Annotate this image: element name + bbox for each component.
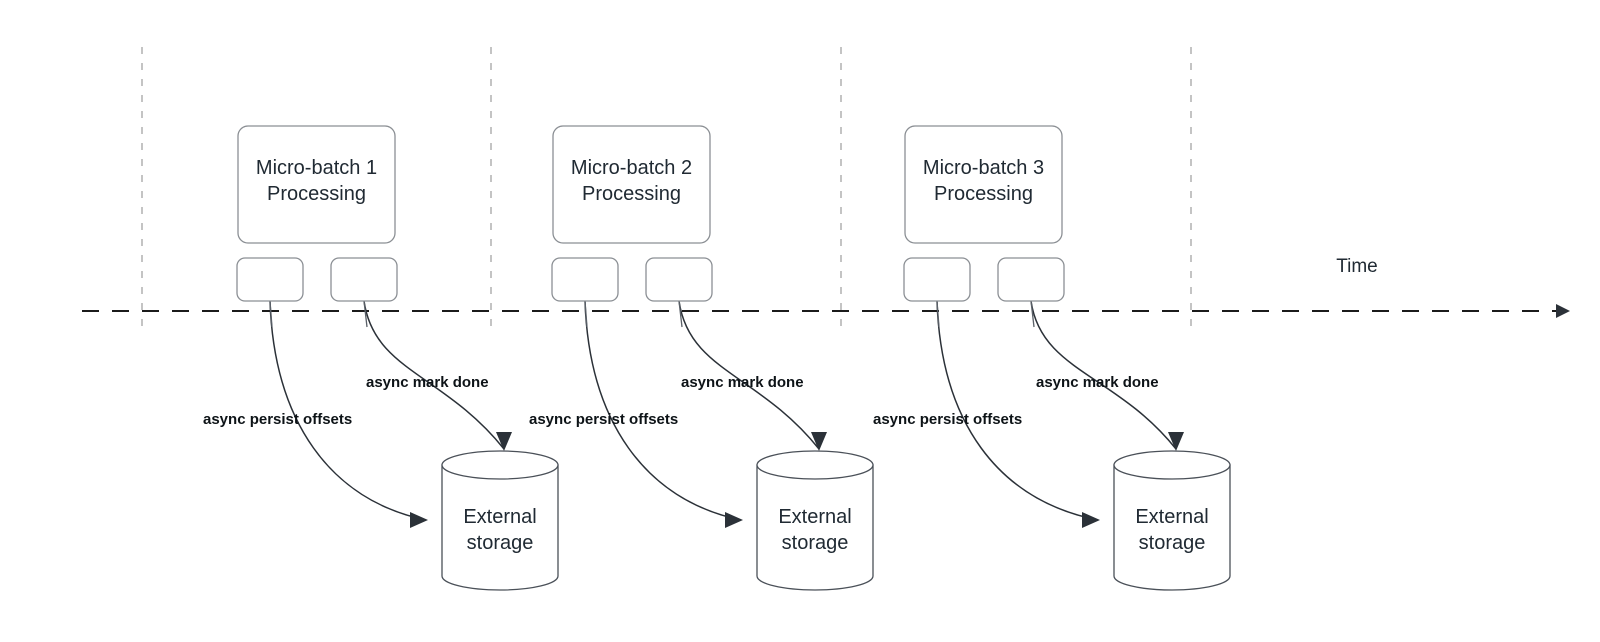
async-mark-done-label: async mark done <box>681 374 804 391</box>
time-axis-label: Time <box>1336 256 1378 277</box>
micro-batch-box[interactable] <box>237 125 396 244</box>
async-persist-offsets-label: async persist offsets <box>529 411 678 428</box>
cylinder-top-ellipse <box>756 450 874 480</box>
task-connector <box>269 300 273 328</box>
right-arrow-icon <box>1556 304 1570 318</box>
micro-batch-subtitle: Processing <box>934 183 1033 205</box>
time-axis <box>82 304 1570 318</box>
async-persist-offsets-label: async persist offsets <box>203 411 352 428</box>
cylinder-top-ellipse <box>1113 450 1231 480</box>
async-mark-done-flow <box>678 300 820 450</box>
task-connector <box>584 300 588 328</box>
async-mark-done-label: async mark done <box>1036 374 1159 391</box>
mark-done-task[interactable] <box>997 257 1065 302</box>
mark-done-task[interactable] <box>330 257 398 302</box>
persist-offsets-task[interactable] <box>551 257 619 302</box>
micro-batch-box[interactable] <box>904 125 1063 244</box>
async-mark-done-flow <box>363 300 505 450</box>
async-mark-done-label: async mark done <box>366 374 489 391</box>
task-connector <box>1030 300 1035 328</box>
storage-title: External <box>778 506 851 528</box>
micro-batch-subtitle: Processing <box>267 183 366 205</box>
arrow-head-icon <box>496 432 512 451</box>
persist-offsets-task[interactable] <box>236 257 304 302</box>
storage-subtitle: storage <box>782 532 849 554</box>
group-2 <box>551 125 874 591</box>
arrow-head-icon <box>410 512 428 528</box>
storage-title: External <box>463 506 536 528</box>
async-mark-done-flow <box>1030 300 1177 450</box>
async-persist-offsets-flow <box>936 300 1099 521</box>
async-persist-offsets-flow <box>269 300 427 521</box>
task-connector <box>936 300 940 328</box>
cylinder-top-ellipse <box>441 450 559 480</box>
micro-batch-subtitle: Processing <box>582 183 681 205</box>
storage-subtitle: storage <box>1139 532 1206 554</box>
external-storage-cylinder[interactable] <box>1113 464 1231 591</box>
group-1 <box>236 125 559 591</box>
micro-batch-box[interactable] <box>552 125 711 244</box>
task-connector <box>678 300 683 328</box>
storage-subtitle: storage <box>467 532 534 554</box>
storage-title: External <box>1135 506 1208 528</box>
async-persist-offsets-flow <box>584 300 742 521</box>
arrow-head-icon <box>811 432 827 451</box>
arrow-head-icon <box>725 512 743 528</box>
micro-batch-title: Micro-batch 3 <box>923 157 1044 179</box>
persist-offsets-task[interactable] <box>903 257 971 302</box>
micro-batch-title: Micro-batch 1 <box>256 157 377 179</box>
micro-batch-title: Micro-batch 2 <box>571 157 692 179</box>
external-storage-cylinder[interactable] <box>441 464 559 591</box>
async-persist-offsets-label: async persist offsets <box>873 411 1022 428</box>
arrow-head-icon <box>1082 512 1100 528</box>
mark-done-task[interactable] <box>645 257 713 302</box>
arrow-head-icon <box>1168 432 1184 451</box>
external-storage-cylinder[interactable] <box>756 464 874 591</box>
group-3 <box>903 125 1231 591</box>
task-connector <box>363 300 368 328</box>
